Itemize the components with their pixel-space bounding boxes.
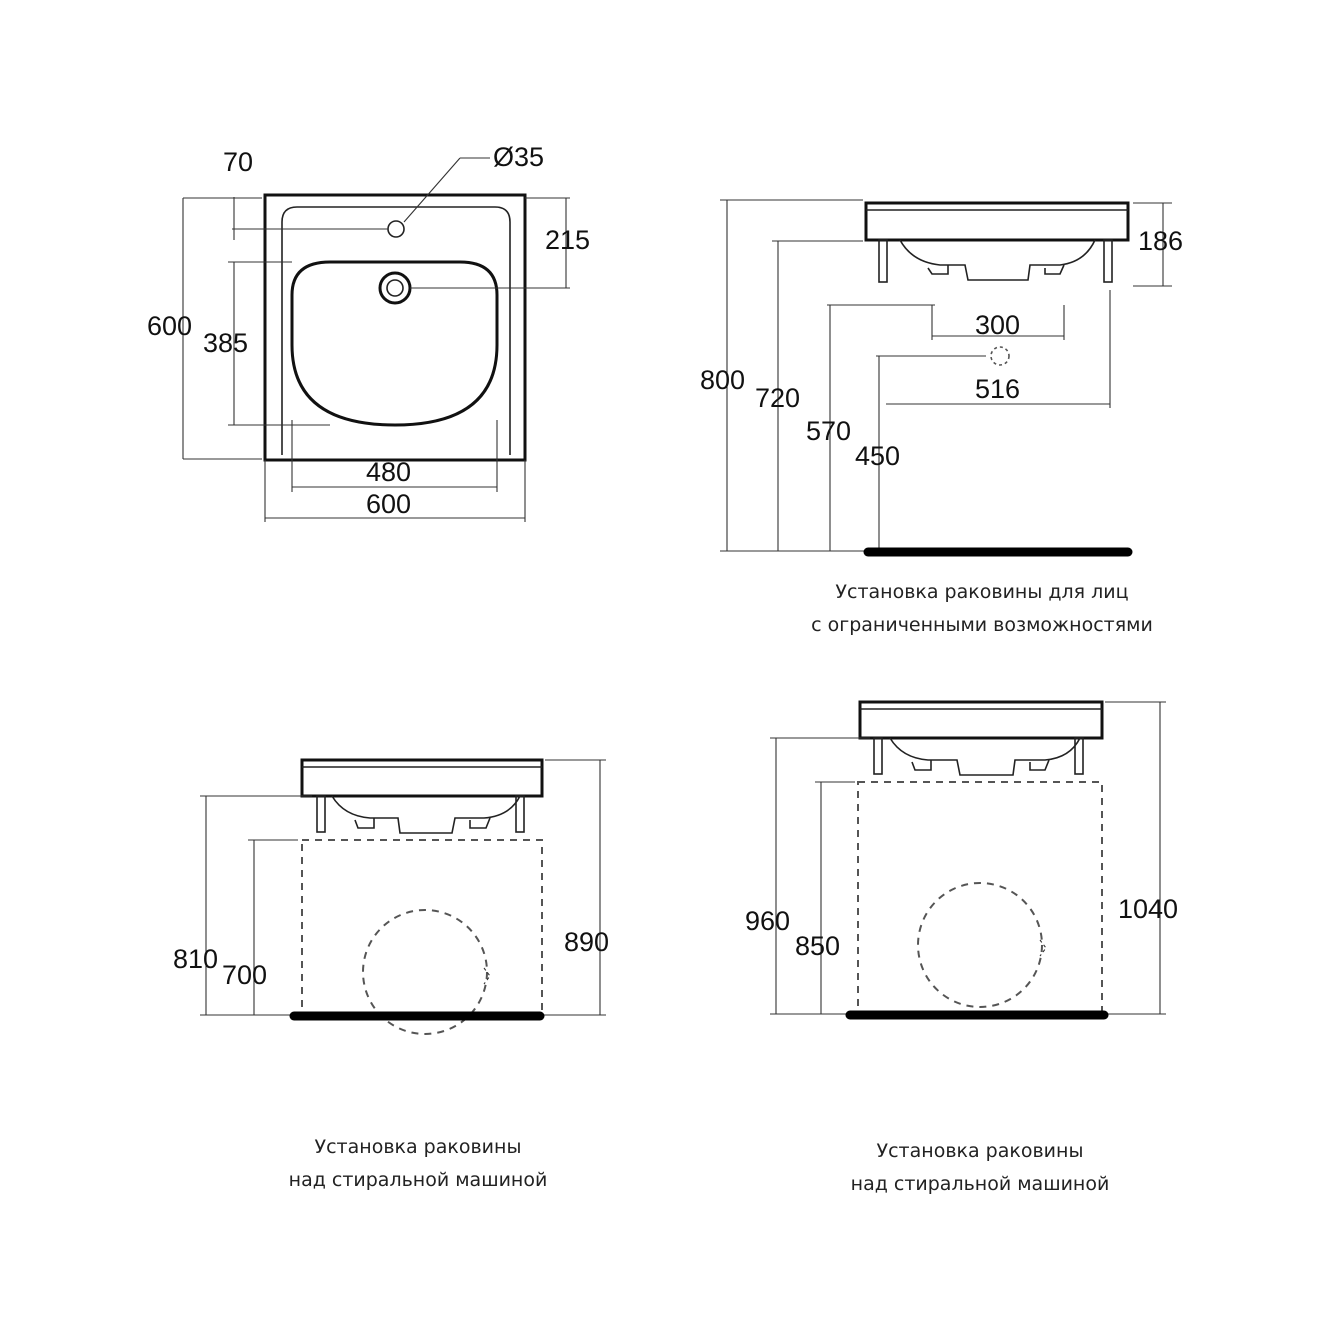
bracket-left [878,239,888,283]
caption-washer-high-line2: над стиральной машиной [851,1173,1110,1195]
sink-bowl-profile [331,795,521,834]
dim-label-810: 810 [173,944,218,974]
dim-label-186: 186 [1138,226,1183,256]
dim-label-850: 850 [795,931,840,961]
dim-label-570: 570 [806,416,851,446]
caption-accessible-line2: с ограниченными возможностями [811,614,1153,636]
dim-label-480: 480 [366,457,411,487]
drain-icon [378,271,412,305]
dim-label-600-height: 600 [147,311,192,341]
dim-label-70: 70 [223,147,253,177]
bracket-left [873,737,883,775]
dim-label-600-width: 600 [366,489,411,519]
sink-side-profile [864,201,1130,242]
dim-label-700: 700 [222,960,267,990]
tap-hole-icon [387,220,405,238]
dim-label-450: 450 [855,441,900,471]
washer-drum-icon [917,882,1043,1008]
dim-label-516: 516 [975,374,1020,404]
caption-washer-high-line1: Установка раковины [877,1140,1084,1162]
dim-label-800: 800 [700,365,745,395]
bracket-right [1074,737,1084,775]
dim-label-215: 215 [545,225,590,255]
caption-washer-low-line2: над стиральной машиной [289,1169,548,1191]
bracket-right [1103,239,1113,283]
dim-label-960: 960 [745,906,790,936]
washer-install-low-view: 810 700 890 Установка раковины над стира… [173,758,609,1191]
washing-machine-outline [301,839,543,1016]
caption-washer-low-line1: Установка раковины [315,1136,522,1158]
accessible-install-view: 186 300 516 800 720 570 450 Установка ра… [700,199,1183,636]
dim-label-720: 720 [755,383,800,413]
dim-label-385: 385 [203,328,248,358]
washing-machine-outline [857,781,1103,1015]
dim-label-d35: Ø35 [493,142,544,172]
plan-view: 70 Ø35 215 600 385 480 600 [147,142,590,522]
basin-rim [281,206,511,455]
washer-drum-icon [362,909,488,1035]
leader-d35 [403,157,461,223]
basin-bowl [290,260,499,427]
caption-accessible-line1: Установка раковины для лиц [835,581,1128,603]
sink-bowl-profile [899,239,1096,281]
sink-bowl-profile [889,737,1081,776]
washer-install-high-view: 960 850 1040 Установка раковины над стир… [745,700,1178,1195]
dim-label-300: 300 [975,310,1020,340]
dim-label-1040: 1040 [1118,894,1178,924]
bracket-right [515,795,525,833]
sink-side-profile [300,758,544,798]
sink-side-profile [858,700,1104,740]
basin-outline [263,193,527,462]
drain-point-icon [990,346,1010,366]
dim-label-890: 890 [564,927,609,957]
bracket-left [316,795,326,833]
